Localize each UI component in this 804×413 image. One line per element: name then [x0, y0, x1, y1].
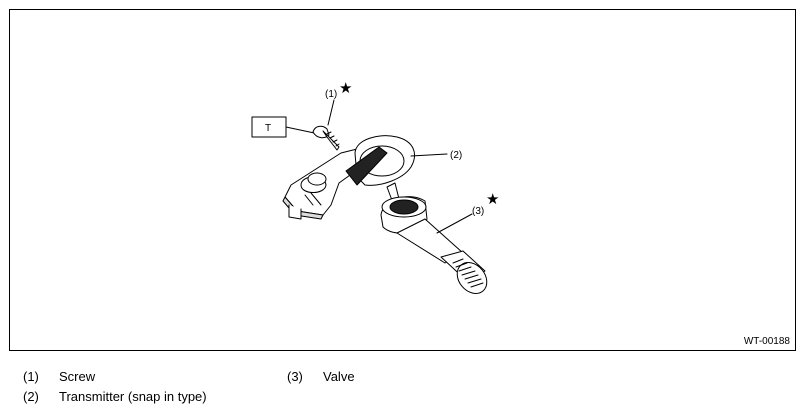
callout-1-leader [327, 99, 335, 126]
legend-text: Screw [59, 369, 96, 384]
legend-text: Valve [323, 369, 355, 384]
diagram-frame: (1) ★ (2) (3) ★ T WT-00188 [9, 9, 796, 351]
tightening-torque-label: T [265, 123, 271, 134]
transmitter-part [282, 135, 415, 220]
figure-id: WT-00188 [743, 336, 790, 347]
valve-part [380, 182, 488, 294]
callout-1-star: ★ [339, 79, 352, 97]
legend-item-screw: (1) Screw [23, 369, 95, 384]
callout-3-label: (3) [472, 206, 484, 217]
callout-2-leader [410, 153, 448, 157]
callout-2-label: (2) [450, 150, 462, 161]
legend-text: Transmitter (snap in type) [59, 389, 207, 404]
screw-part [312, 125, 340, 151]
legend-number: (2) [23, 389, 39, 404]
legend-number: (3) [287, 369, 303, 384]
callout-1-label: (1) [325, 89, 337, 100]
callout-3-leader [436, 213, 473, 234]
legend-item-transmitter: (2) Transmitter (snap in type) [23, 389, 207, 404]
legend-number: (1) [23, 369, 39, 384]
tpms-parts-illustration: (1) ★ (2) (3) ★ T [251, 79, 499, 294]
callout-3-star: ★ [486, 190, 499, 208]
legend-item-valve: (3) Valve [287, 369, 355, 384]
